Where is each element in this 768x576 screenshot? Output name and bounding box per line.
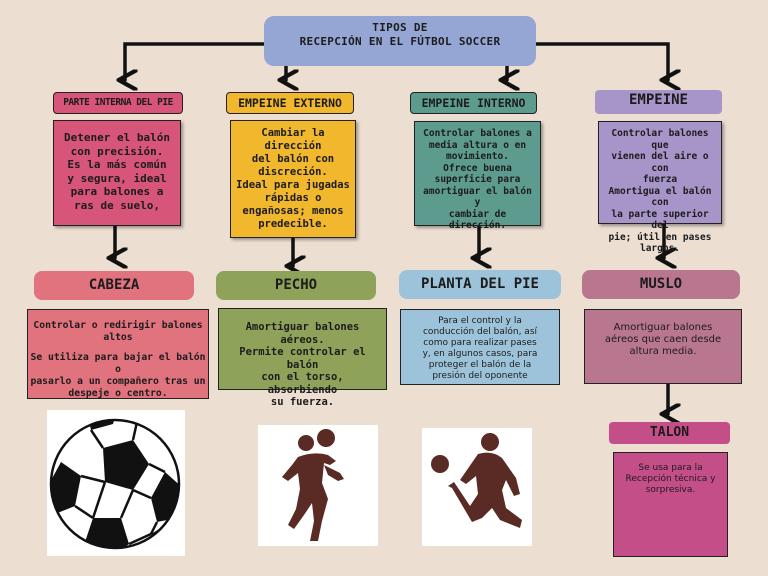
text-line: fuerza xyxy=(642,174,678,185)
label-pecho: PECHO xyxy=(216,271,376,300)
sole-control-image xyxy=(422,428,532,546)
text-line: Amortiguar balones xyxy=(613,322,713,333)
text-line: para balones a xyxy=(70,185,164,198)
box-talon: Se usa para la Recepción técnica y sorpr… xyxy=(613,452,728,557)
text-line: amortiguar el balón y xyxy=(423,185,532,209)
text-line: proteger el balón de la xyxy=(428,360,532,370)
box-parte-interna-del-pie: Detener el balón con precisión. Es la má… xyxy=(53,120,181,226)
chest-control-image xyxy=(258,425,378,546)
text-line: pie; útil en pases xyxy=(608,231,712,243)
text-line: y segura, ideal xyxy=(67,171,167,185)
text-line: su fuerza. xyxy=(270,396,335,408)
text-line: media altura o en xyxy=(428,139,527,151)
text-line: Se utiliza para bajar el balón o xyxy=(30,352,206,375)
text-line: Ideal para jugadas xyxy=(236,179,350,191)
text-line: engañosas; menos xyxy=(242,205,344,217)
text-line: predecible. xyxy=(258,218,328,230)
text-line: pasarlo a un compañero tras un xyxy=(30,376,206,387)
text-line: Recepción técnica y xyxy=(625,474,716,484)
text-line: conducción del balón, así xyxy=(422,327,538,337)
box-cabeza: Controlar o redirigir balones altos Se u… xyxy=(27,309,209,399)
text-line: altura media. xyxy=(629,346,697,357)
text-line: con precisión. xyxy=(70,144,164,158)
box-empeine-interno: Controlar balones a media altura o en mo… xyxy=(414,121,541,231)
box-empeine-externo: Cambiar la dirección del balón con discr… xyxy=(230,120,356,238)
text-line: Controlar balones que xyxy=(611,128,709,151)
text-line: Cambiar la dirección xyxy=(261,127,325,152)
label-empeine-interno: EMPEINE INTERNO xyxy=(410,92,537,114)
box-empeine: Controlar balones que vienen del aire o … xyxy=(598,121,722,254)
text-line: Para el control y la xyxy=(438,316,522,326)
text-line: Es la más común xyxy=(67,158,167,171)
soccer-ball-image xyxy=(47,410,185,556)
label-empeine-externo: EMPEINE EXTERNO xyxy=(226,92,354,114)
text-line: la parte superior del xyxy=(611,208,709,232)
diagram-title: TIPOS DE RECEPCIÓN EN EL FÚTBOL SOCCER xyxy=(264,16,536,66)
text-line: Se usa para la xyxy=(638,463,703,473)
text-line: y, en algunos casos, para xyxy=(422,349,538,359)
text-line: despeje o centro. xyxy=(68,388,168,399)
title-line-2: RECEPCIÓN EN EL FÚTBOL SOCCER xyxy=(299,35,501,48)
text-line: vienen del aire o con xyxy=(611,151,709,174)
label-planta-del-pie: PLANTA DEL PIE xyxy=(399,270,561,299)
sole-control-silhouette-icon xyxy=(431,433,522,528)
text-line: ras de suelo, xyxy=(73,198,161,212)
text-line: sorpresiva. xyxy=(645,485,696,495)
text-line: aéreos que caen desde xyxy=(604,334,722,345)
text-line: presión del oponente xyxy=(432,371,528,381)
box-planta-del-pie: Para el control y la conducción del baló… xyxy=(400,309,560,385)
text-line: Permite controlar el balón xyxy=(239,346,366,371)
chest-control-silhouette-icon xyxy=(282,429,344,541)
label-cabeza: CABEZA xyxy=(34,271,194,300)
text-line: con el torso, absorbiendo xyxy=(261,371,344,396)
text-line: discreción. xyxy=(258,166,328,178)
text-line: Detener el balón xyxy=(64,131,170,144)
label-empeine: EMPEINE xyxy=(595,90,722,114)
title-branch-right xyxy=(534,42,668,80)
label-talon: TALON xyxy=(609,422,730,444)
label-parte-interna-del-pie: PARTE INTERNA DEL PIE xyxy=(53,92,183,114)
text-line: del balón con xyxy=(251,153,335,165)
text-line: Amortigua el balón con xyxy=(608,185,712,209)
soccer-ball-icon xyxy=(49,418,181,550)
text-line: como para realizar pases xyxy=(423,338,537,348)
text-line: superficie para xyxy=(434,174,521,185)
text-line: Controlar balones a xyxy=(423,128,532,139)
box-muslo: Amortiguar balones aéreos que caen desde… xyxy=(584,309,742,384)
text-line: largos. xyxy=(639,243,681,254)
text-line: rápidas o xyxy=(264,192,322,204)
text-line: Ofrece buena xyxy=(443,162,512,174)
text-spacer xyxy=(30,344,206,352)
text-line: cambiar de dirección. xyxy=(448,208,507,232)
text-line: Controlar o redirigir balones altos xyxy=(33,320,203,343)
title-line-1: TIPOS DE xyxy=(372,21,428,34)
title-branch-left xyxy=(125,42,266,80)
text-line: movimiento. xyxy=(446,151,509,162)
box-pecho: Amortiguar balones aéreos. Permite contr… xyxy=(218,308,387,408)
label-muslo: MUSLO xyxy=(582,270,740,299)
text-line: Amortiguar balones aéreos. xyxy=(245,321,360,346)
